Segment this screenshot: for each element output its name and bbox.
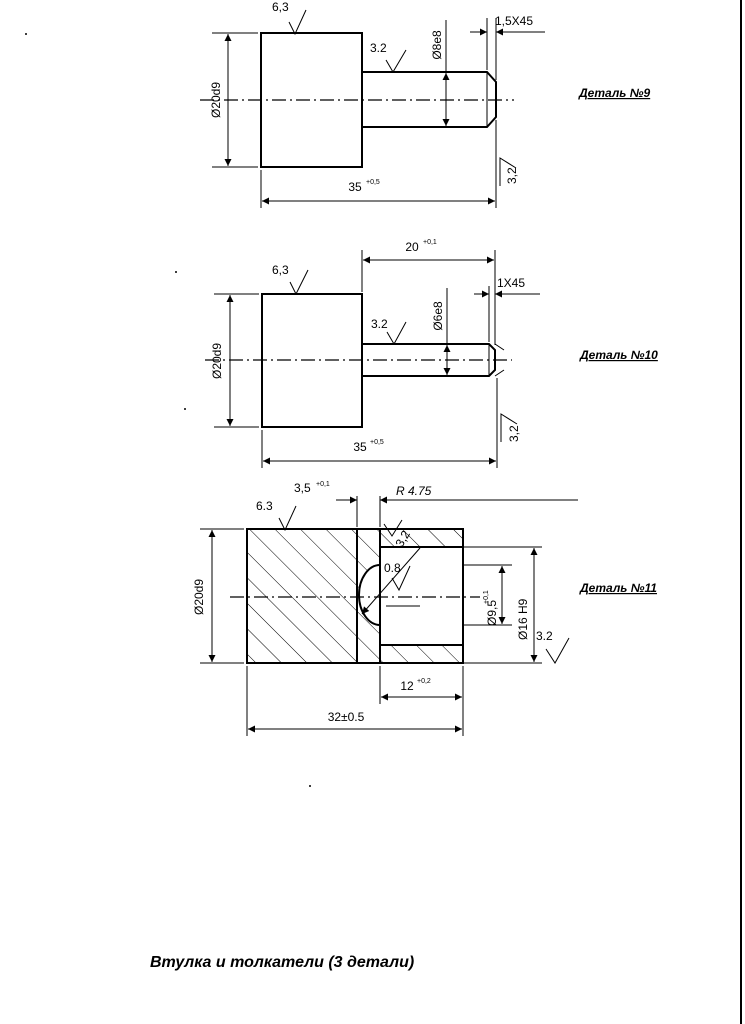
part-9-chamfer: 1,5X45 xyxy=(495,14,533,28)
part-11-roughness-symbol xyxy=(391,565,411,592)
part-11-radius: R 4.75 xyxy=(396,484,432,498)
part-9-drawing: Ø20d9 Ø8e8 1,5X45 35 +0,5 6,3 3.2 3,2 Де… xyxy=(200,0,651,208)
drawing-caption: Втулка и толкатели (3 детали) xyxy=(150,954,415,971)
part-10-label: Деталь №10 xyxy=(579,348,658,362)
part-10-pin-diameter: Ø6e8 xyxy=(431,301,445,331)
part-11-roughness-outer: 6.3 xyxy=(256,499,273,513)
part-10-roughness-symbol xyxy=(289,269,309,296)
part-11-roughness-symbol xyxy=(383,519,403,537)
part-10-roughness-pin: 3.2 xyxy=(371,317,388,331)
part-11-bore-depth: 12 xyxy=(400,679,414,693)
part-11-drawing: Ø20d9 3,5 +0,1 R 4.75 3,2 0.8 6.3 Ø9,5 +… xyxy=(192,481,657,736)
part-11-depth-tolerance: +0,2 xyxy=(417,678,431,685)
part-11-section-body xyxy=(247,529,463,663)
part-11-inner-diameter: Ø9,5 xyxy=(485,600,499,626)
part-11-roughness-face: 3.2 xyxy=(536,629,553,643)
part-10-chamfer: 1X45 xyxy=(497,276,525,290)
part-10-roughness-symbol xyxy=(386,321,407,346)
part-11-groove-tolerance: +0,1 xyxy=(316,481,330,488)
part-11-spherical-end xyxy=(358,564,381,626)
part-11-outline xyxy=(246,528,464,664)
part-9-roughness-symbol xyxy=(499,157,517,186)
part-9-roughness-end: 3,2 xyxy=(505,167,519,184)
part-10-length-tolerance: +0,5 xyxy=(370,439,384,446)
part-9-length: 35 xyxy=(348,180,362,194)
part-9-roughness-head: 6,3 xyxy=(272,0,289,14)
part-10-pin-length: 20 xyxy=(405,240,419,254)
part-9-label: Деталь №9 xyxy=(578,86,651,100)
part-11-roughness-bore: 0.8 xyxy=(384,561,401,575)
part-9-length-tolerance: +0,5 xyxy=(366,179,380,186)
part-10-chamfer-detail xyxy=(494,343,505,377)
part-10-pin-length-tolerance: +0,1 xyxy=(423,239,437,246)
scan-speck xyxy=(309,785,311,787)
part-9-roughness-pin: 3.2 xyxy=(370,41,387,55)
part-9-roughness-symbol xyxy=(385,49,407,73)
part-9-roughness-symbol xyxy=(288,9,307,36)
part-11-groove-width: 3,5 xyxy=(294,481,311,495)
part-10-drawing: Ø20d9 20 +0,1 Ø6e8 1X45 35 +0,5 6,3 3.2 … xyxy=(205,239,658,468)
scan-speck xyxy=(25,33,27,35)
part-10-roughness-end: 3,2 xyxy=(507,425,521,442)
part-11-roughness-symbol xyxy=(545,637,570,664)
part-9-outer-diameter: Ø20d9 xyxy=(209,82,223,118)
part-11-outer-diameter: Ø20d9 xyxy=(192,579,206,615)
part-10-length: 35 xyxy=(353,440,367,454)
part-11-radius-arrow xyxy=(361,547,421,615)
part-11-inner-tolerance: +0,1 xyxy=(483,590,490,604)
part-10-outer-diameter: Ø20d9 xyxy=(210,343,224,379)
part-10-roughness-symbol xyxy=(500,413,518,442)
part-10-roughness-head: 6,3 xyxy=(272,263,289,277)
part-11-label: Деталь №11 xyxy=(579,581,657,595)
part-11-length: 32±0.5 xyxy=(328,710,365,724)
part-11-roughness-symbol xyxy=(278,505,297,532)
part-9-pin-diameter: Ø8e8 xyxy=(430,30,444,60)
part-11-bore-diameter: Ø16 H9 xyxy=(516,598,530,640)
scan-speck xyxy=(175,271,177,273)
scan-speck xyxy=(184,408,186,410)
